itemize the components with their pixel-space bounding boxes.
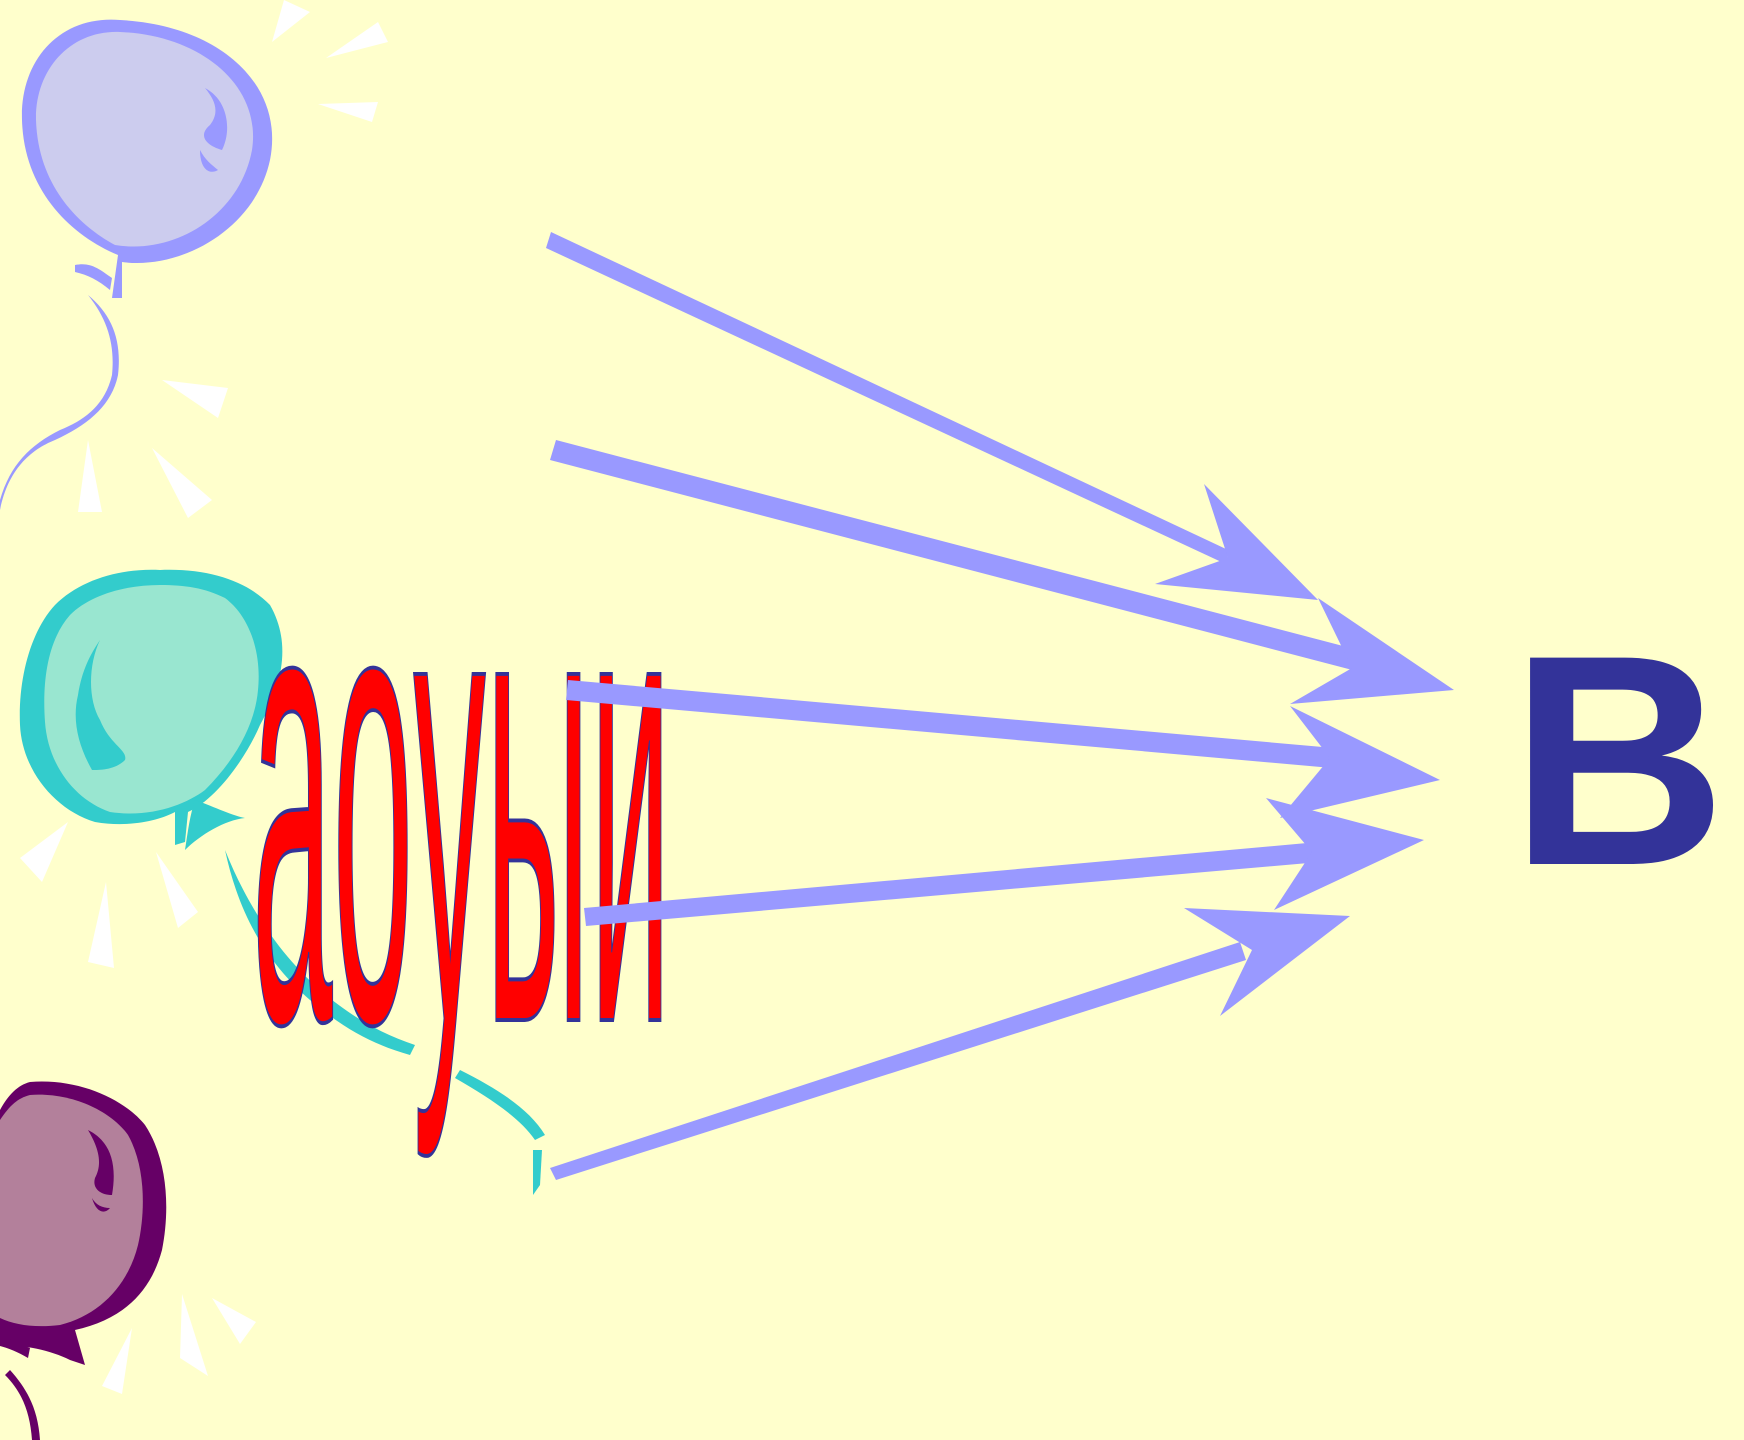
arrow-icon: [546, 232, 1454, 1180]
balloon-mauve-icon: [0, 1082, 166, 1440]
balloon-lavender-icon: [0, 20, 272, 510]
slide-letter: В: [1510, 610, 1727, 910]
word-art-text: aoуыи: [252, 428, 671, 1164]
word-art: aoуыи: [252, 428, 671, 1164]
